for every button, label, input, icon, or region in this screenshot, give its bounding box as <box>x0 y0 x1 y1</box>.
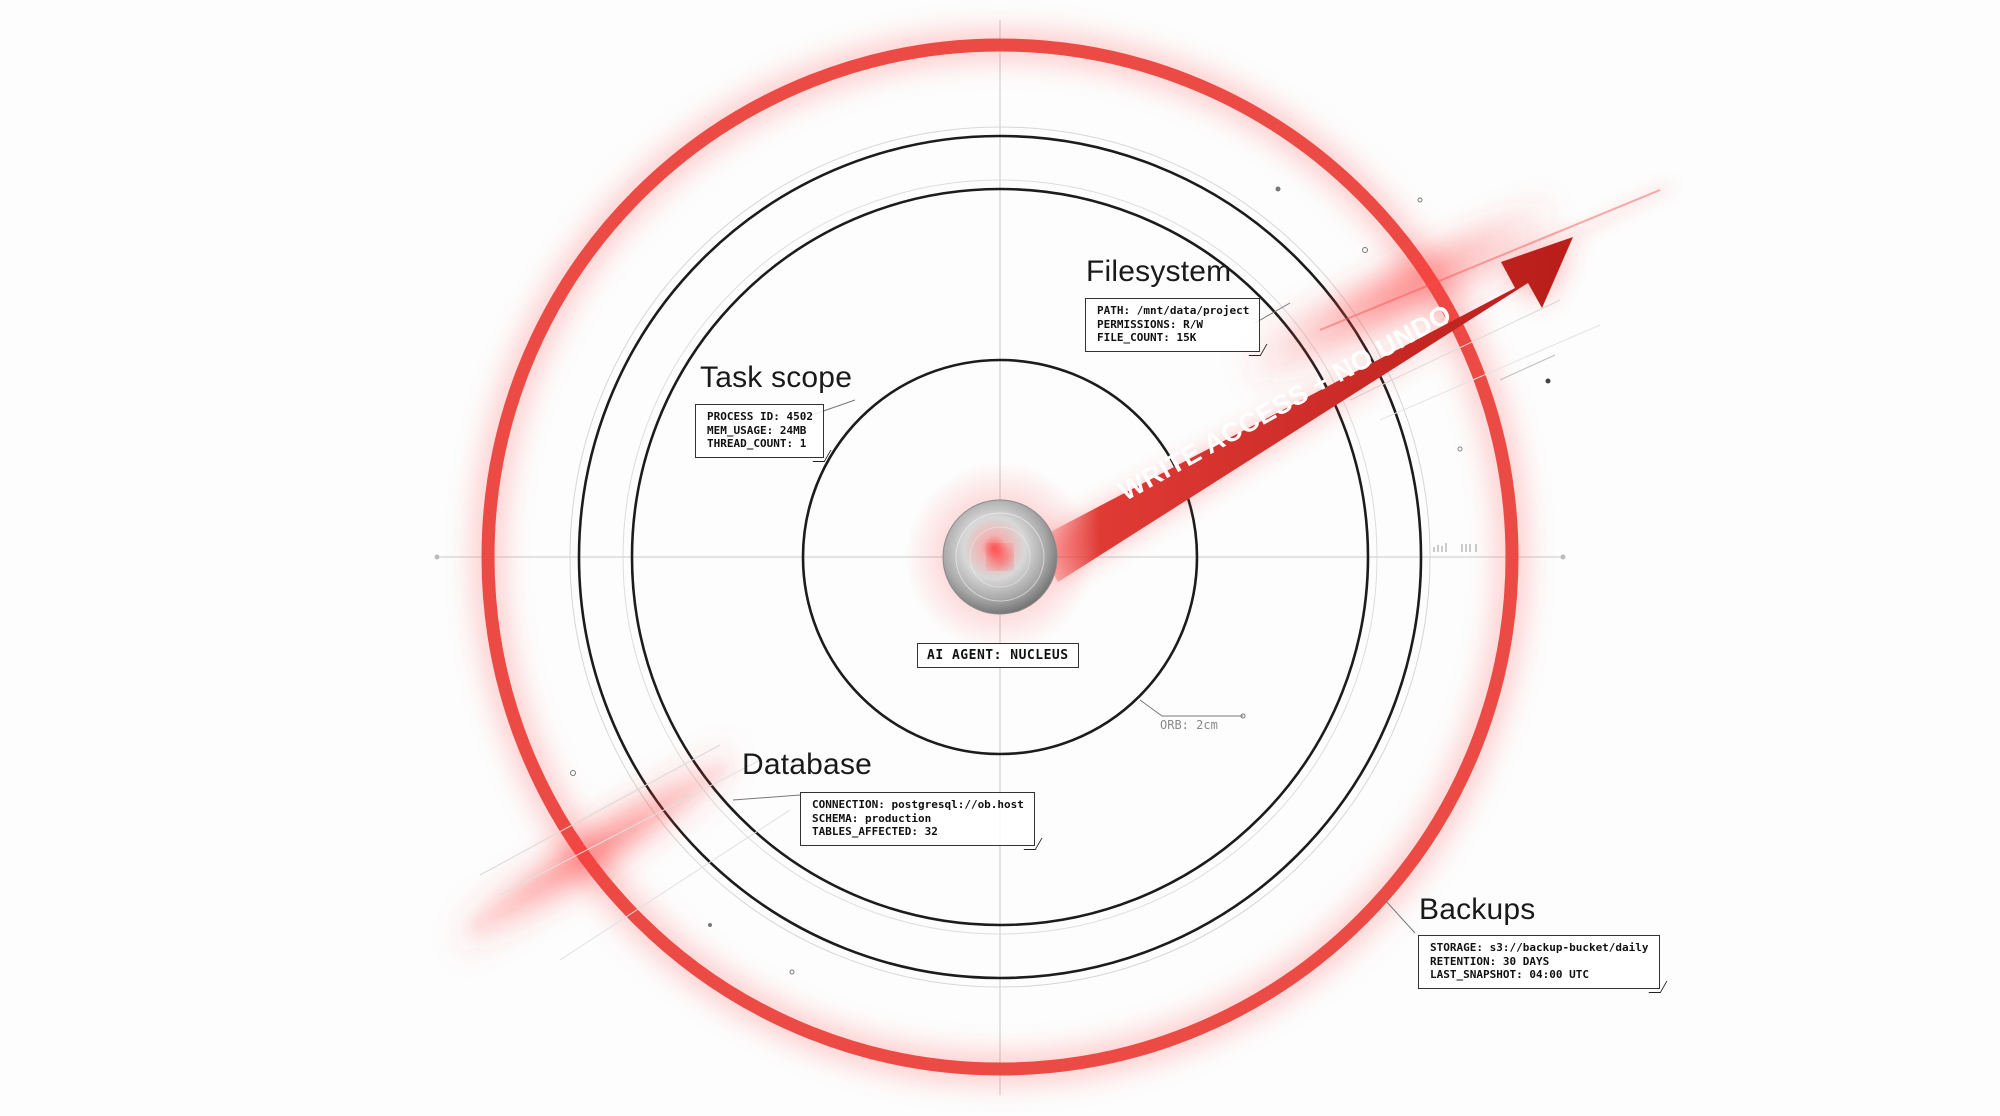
database-info: CONNECTION: postgresql://ob.host SCHEMA:… <box>800 792 1043 850</box>
info-line: STORAGE: s3://backup-bucket/daily <box>1430 941 1649 954</box>
database-title: Database <box>742 748 873 781</box>
info-line: MEM_USAGE: 24MB <box>707 423 807 437</box>
info-line: FILE_COUNT: 15K <box>1097 331 1197 344</box>
database-ring <box>577 134 1423 980</box>
info-line: PROCESS ID: 4502 <box>707 410 813 423</box>
nucleus-label: AI AGENT: NUCLEUS <box>917 643 1079 668</box>
info-line: CONNECTION: postgresql://ob.host <box>812 798 1024 811</box>
info-line: RETENTION: 30 DAYS <box>1430 954 1550 968</box>
task-scope-info: PROCESS ID: 4502 MEM_USAGE: 24MB THREAD_… <box>695 404 832 462</box>
breach-streak-upper <box>1229 186 1661 552</box>
info-line: THREAD_COUNT: 1 <box>707 437 807 450</box>
info-line: PATH: /mnt/data/project <box>1097 304 1250 317</box>
backups-ring <box>481 38 1519 1076</box>
breach-streak-lower <box>439 739 795 975</box>
filesystem-title: Filesystem <box>1086 255 1232 288</box>
orb-size-note: ORB: 2cm <box>1160 718 1218 732</box>
info-line: PERMISSIONS: R/W <box>1097 317 1203 331</box>
task-scope-ring <box>801 358 1199 756</box>
info-line: LAST_SNAPSHOT: 04:00 UTC <box>1430 968 1589 981</box>
info-line: TABLES_AFFECTED: 32 <box>812 825 938 838</box>
filesystem-info: PATH: /mnt/data/project PERMISSIONS: R/W… <box>1085 298 1268 356</box>
task-scope-title: Task scope <box>700 361 853 394</box>
info-line: SCHEMA: production <box>812 811 932 825</box>
write-access-arrow <box>1035 237 1573 582</box>
filesystem-ring <box>630 187 1370 927</box>
backups-info: STORAGE: s3://backup-bucket/daily RETENT… <box>1418 935 1668 993</box>
backups-title: Backups <box>1419 893 1536 926</box>
